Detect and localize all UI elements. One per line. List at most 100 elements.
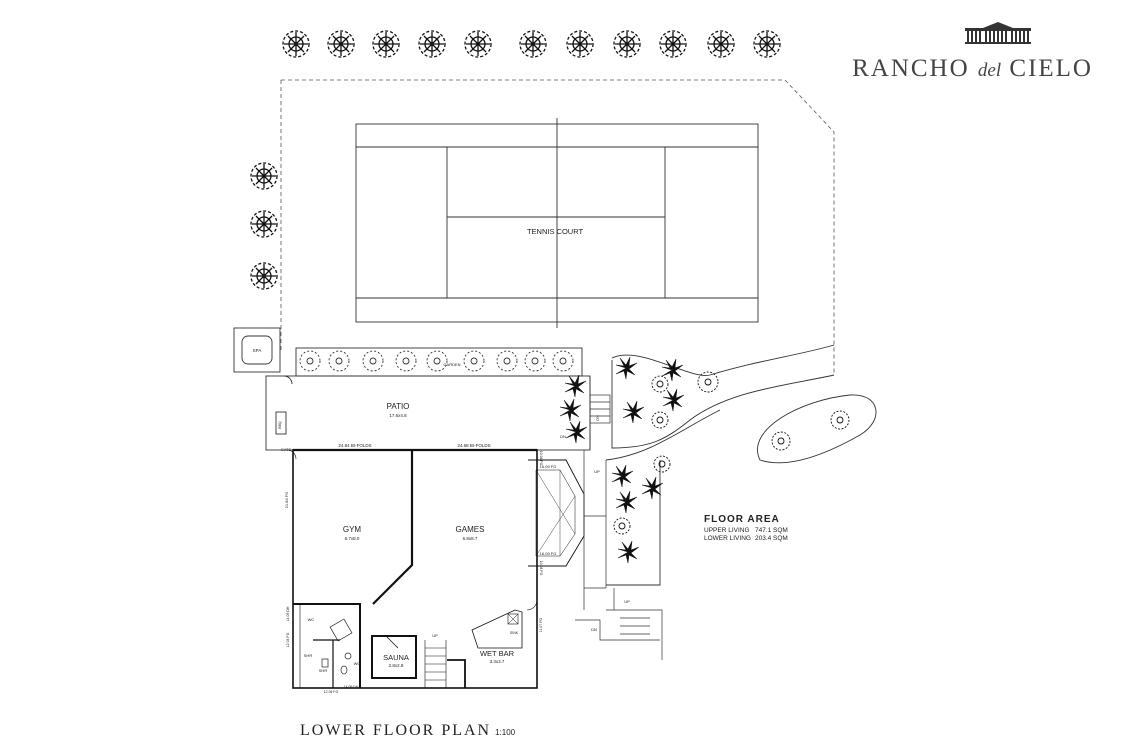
bath-annotation: 14.09 DH	[286, 606, 290, 621]
shrub-icon	[426, 350, 448, 372]
tree-icon	[250, 262, 278, 290]
floor-area-summary: FLOOR AREA UPPER LIVING 747.1 SQM LOWER …	[704, 514, 792, 543]
games-fg-annotation: 10.04 FG	[539, 451, 543, 466]
bath-annotation: 12.04 FG	[324, 690, 339, 694]
games-label: GAMES	[456, 525, 485, 534]
shrub-icon	[395, 350, 417, 372]
up-label: UP	[624, 599, 630, 604]
floor-area-value: 747.1 SQM	[754, 527, 788, 534]
games-dimension: 6.8x8.7	[463, 536, 478, 541]
bar-annotation: 11.07 FG	[539, 618, 543, 633]
gym-label: GYM	[343, 525, 362, 534]
shrub-icon	[771, 431, 791, 451]
shrub-icon	[328, 350, 350, 372]
palm-icon	[661, 358, 684, 382]
tree-icon	[282, 30, 310, 58]
palm-cluster-east	[611, 356, 685, 564]
tree-column-left	[250, 162, 278, 290]
plan-scale: 1:100	[495, 728, 516, 737]
tree-icon	[464, 30, 492, 58]
tree-icon	[372, 30, 400, 58]
tree-icon	[613, 30, 641, 58]
floor-area-title: FLOOR AREA	[704, 514, 780, 525]
games-fg-annotation: 16.09 FG	[540, 551, 557, 556]
palm-icon	[641, 476, 664, 500]
bbq-label: BBQ	[278, 421, 282, 429]
shrub-icon	[362, 350, 384, 372]
dn-label: DN	[560, 434, 566, 439]
plan-title-text: LOWER FLOOR PLAN	[300, 722, 492, 739]
palm-icon	[565, 420, 588, 444]
palm-icon	[617, 540, 640, 564]
bath-fixtures	[321, 618, 353, 675]
tree-icon	[707, 30, 735, 58]
toilet-icon	[344, 652, 352, 660]
bath-annotation: 12.04 FG	[286, 632, 290, 647]
toilet-icon	[340, 665, 348, 675]
palm-icon	[611, 464, 634, 488]
bifold-left-label: 24.84 BI-FOLDS	[338, 443, 371, 448]
bifold-right-label: 24.68 BI-FOLDS	[457, 443, 490, 448]
shrub-icon	[651, 375, 669, 393]
sauna-label: SAUNA	[383, 653, 409, 662]
wc-label: WC	[308, 617, 315, 622]
games-fg-annotation: 16.09 FG	[540, 464, 557, 469]
patio-dimension: 17.6x4.8	[389, 413, 407, 418]
brand-wordmark: RANCHO del CIELO	[852, 55, 1093, 83]
palm-icon	[622, 400, 645, 424]
tree-icon	[327, 30, 355, 58]
palm-icon	[615, 490, 638, 514]
site-boundary	[280, 79, 835, 375]
shrub-icon	[524, 350, 546, 372]
gym-dimension: 6.7x8.0	[345, 536, 360, 541]
up-label: UP	[432, 633, 438, 638]
shrub-icon	[552, 350, 574, 372]
tree-icon	[250, 162, 278, 190]
garden-strip	[295, 347, 583, 377]
games-fg-annotation: 10.04 FG	[539, 561, 543, 576]
patio-label: PATIO	[387, 402, 410, 411]
shrub-icon	[613, 517, 631, 535]
palm-cluster-patio	[559, 374, 588, 444]
sink-label: SINK	[510, 631, 519, 635]
estate-house-icon	[965, 22, 1031, 44]
brand-name-part: CIELO	[1009, 55, 1093, 82]
wet-bar-label: WET BAR	[480, 649, 515, 658]
shower-label: SHR	[304, 653, 313, 658]
floor-area-value: 203.4 SQM	[754, 535, 788, 542]
tree-row-top	[282, 30, 781, 58]
opening-annotations: 21.84 FG 16.09 FG 16.09 FG 10.04 FG 10.0…	[284, 451, 556, 694]
tree-icon	[659, 30, 687, 58]
dn-label: DN	[591, 627, 597, 632]
palm-icon	[559, 398, 582, 422]
sauna-dimension: 2.8x2.8	[389, 663, 404, 668]
shower-label: SHR	[319, 668, 328, 673]
spa-label: SPA	[253, 348, 262, 353]
floor-area-row: LOWER LIVING 203.4 SQM	[704, 535, 792, 543]
up-label: UP	[594, 469, 600, 474]
gym-side-annotation: 21.84 FG	[284, 492, 289, 509]
dn-label: DN	[595, 415, 600, 421]
palm-icon	[662, 388, 685, 412]
shrub-icon	[653, 455, 671, 473]
tennis-court	[355, 118, 759, 328]
tennis-court-label: TENNIS COURT	[527, 227, 584, 236]
patio	[265, 375, 591, 451]
brand-name-part: del	[977, 60, 1002, 81]
brand-name-part: RANCHO	[852, 55, 970, 82]
tree-icon	[250, 210, 278, 238]
tree-icon	[753, 30, 781, 58]
shrub-icon	[697, 371, 719, 393]
tree-icon	[566, 30, 594, 58]
driveway	[605, 344, 877, 586]
shrub-icon	[651, 411, 669, 429]
shrub-icon	[463, 350, 485, 372]
shrub-icon	[496, 350, 518, 372]
shrub-icon	[830, 410, 850, 430]
palm-icon	[564, 374, 587, 398]
floor-area-label: UPPER LIVING	[704, 527, 750, 534]
gate-label: GATE	[281, 447, 292, 452]
wet-bar-dimension: 3.3x3.7	[490, 659, 505, 664]
spa	[233, 327, 281, 373]
